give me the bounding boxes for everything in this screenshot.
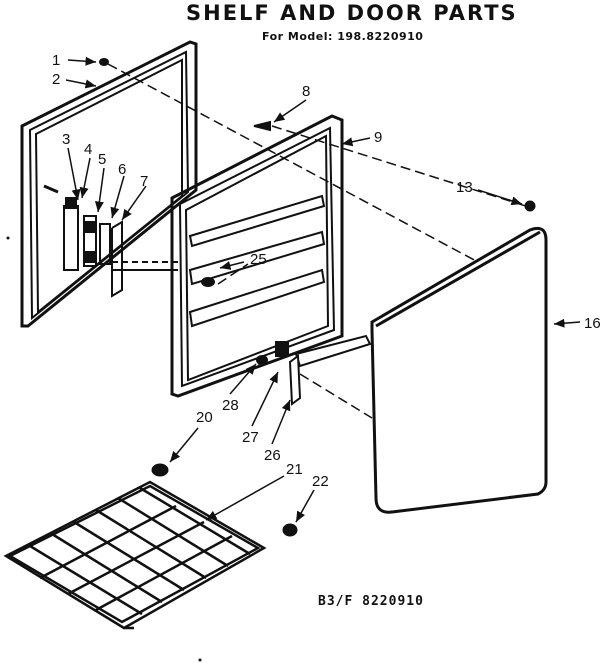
inner-door-panel <box>170 114 344 398</box>
callout-16: 16 <box>584 315 601 332</box>
callout-27: 27 <box>242 429 259 446</box>
alignment-lines <box>107 63 533 419</box>
hinge-assembly <box>43 184 178 298</box>
callout-20: 20 <box>196 409 213 426</box>
shelf-rack <box>3 480 267 630</box>
callout-3: 3 <box>62 131 70 148</box>
screw-1 <box>99 58 109 66</box>
scan-dot <box>6 236 10 240</box>
callout-8: 8 <box>302 83 310 100</box>
diagram-reference-code: B3/F 8220910 <box>318 594 424 609</box>
handle-bracket <box>256 334 372 406</box>
screw-8 <box>253 120 271 132</box>
door-outer-frame <box>20 40 198 328</box>
model-subtitle: For Model: 198.8220910 <box>262 30 424 43</box>
callout-4: 4 <box>84 141 92 158</box>
callout-25: 25 <box>250 251 267 268</box>
shelf-support-20 <box>151 463 169 477</box>
callout-1: 1 <box>52 52 60 69</box>
shelf-support-22 <box>282 523 298 537</box>
fastener-25 <box>201 277 215 287</box>
callout-6: 6 <box>118 161 126 178</box>
callout-7: 7 <box>140 173 148 190</box>
screw-13 <box>524 200 536 212</box>
leader-lines <box>65 56 581 523</box>
callout-21: 21 <box>286 461 303 478</box>
callout-28: 28 <box>222 397 239 414</box>
page-title: SHELF AND DOOR PARTS <box>186 1 518 25</box>
callout-5: 5 <box>98 151 106 168</box>
callout-9: 9 <box>374 129 382 146</box>
callout-13: 13 <box>456 179 473 196</box>
callout-2: 2 <box>52 71 60 88</box>
scan-dot <box>198 658 202 662</box>
callout-22: 22 <box>312 473 329 490</box>
outer-door-panel <box>370 226 548 514</box>
callout-26: 26 <box>264 447 281 464</box>
